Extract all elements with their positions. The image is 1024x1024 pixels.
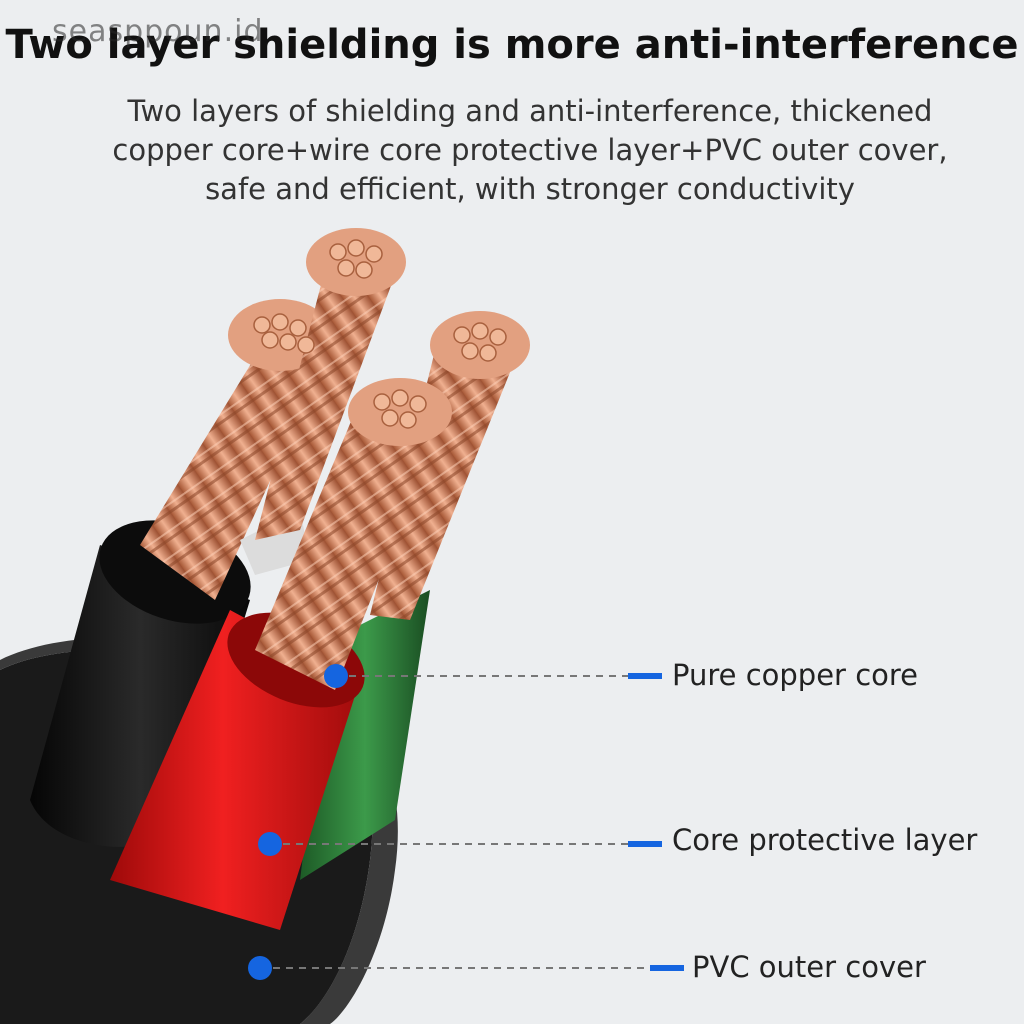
subtitle-line: safe and efficient, with stronger conduc… (205, 172, 855, 206)
white-wire (240, 228, 406, 575)
callout-copper-core-leader (324, 664, 662, 688)
red-wire (110, 378, 452, 930)
watermark-text: seasppoun.id (52, 14, 264, 49)
subtitle-line: Two layers of shielding and anti-interfe… (127, 94, 933, 128)
page-title: Two layer shielding is more anti-interfe… (5, 22, 1019, 68)
callout-copper-core-label: Pure copper core (672, 658, 919, 692)
callout-protective-layer-leader (258, 832, 662, 856)
callout-pvc-cover-label: PVC outer cover (692, 950, 926, 984)
subtitle: Two layers of shielding and anti-interfe… (90, 92, 970, 209)
callout-protective-layer-label: Core protective layer (672, 823, 978, 857)
subtitle-line: copper core+wire core protective layer+P… (112, 133, 948, 167)
callout-pvc-cover-leader (248, 956, 684, 980)
copper-strand-ends (253, 239, 507, 429)
